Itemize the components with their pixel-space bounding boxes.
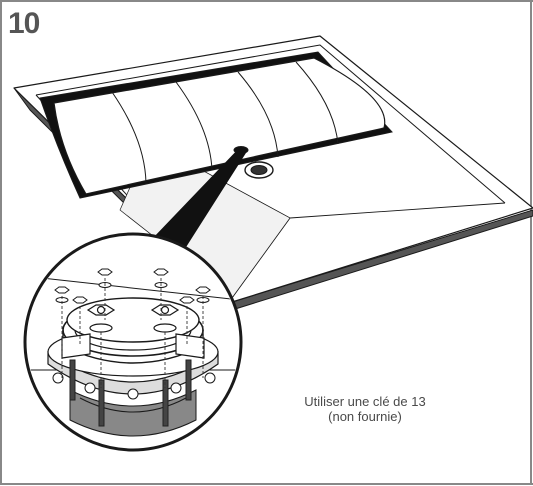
detail-circle	[23, 232, 243, 452]
tool-caption: Utiliser une clé de 13 (non fournie)	[270, 394, 460, 424]
step-number: 10	[8, 7, 40, 40]
caption-line-1: Utiliser une clé de 13	[304, 394, 426, 409]
stand-socket	[244, 161, 274, 179]
caption-line-2: (non fournie)	[328, 409, 402, 424]
